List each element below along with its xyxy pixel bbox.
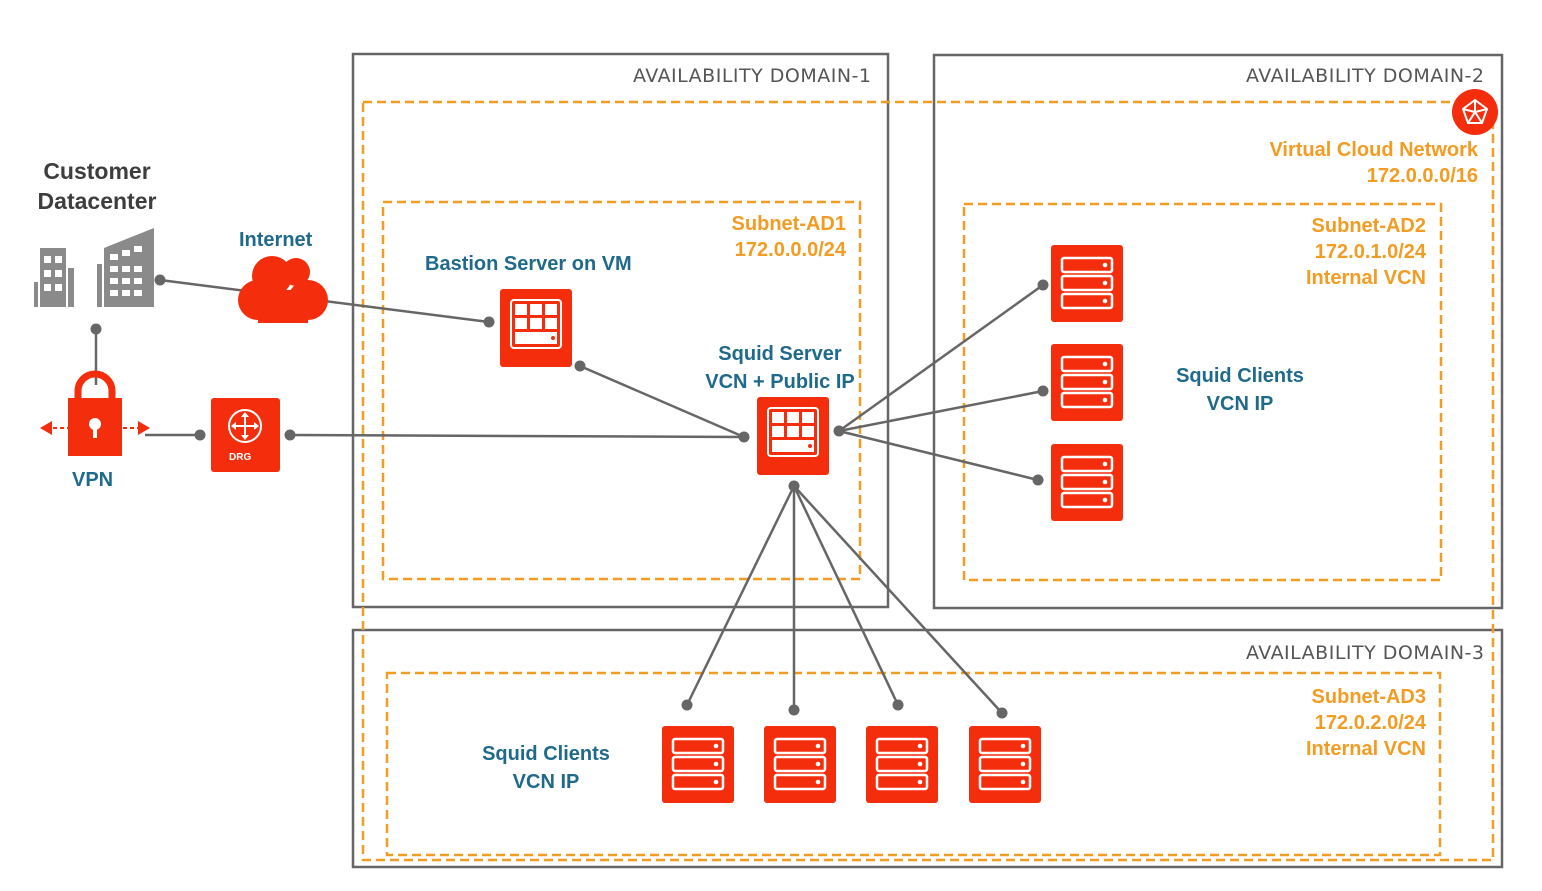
customer-line1: Customer: [43, 158, 151, 184]
subnet-ad2-label: Subnet-AD2 172.0.1.0/24 Internal VCN: [1306, 213, 1426, 291]
vcn-cidr: 172.0.0.0/16: [1366, 165, 1478, 187]
building-icon: [34, 228, 154, 307]
subnet-ad1-label: Subnet-AD1 172.0.0.0/24: [700, 211, 846, 263]
squid-client-ad2-server: [1051, 344, 1123, 421]
subnet-ad3-box: [385, 671, 1442, 857]
squid-client-ad2-server: [1051, 245, 1123, 322]
squid-clients-ad2-label: Squid Clients VCN IP: [1160, 362, 1320, 418]
squid-client-ad2-server: [1051, 444, 1123, 521]
availability-domain-2-label: AVAILABILITY DOMAIN-2: [1246, 65, 1485, 87]
vpn-label: VPN: [72, 469, 114, 491]
vcn-name: Virtual Cloud Network: [1269, 139, 1478, 161]
vcn-boundary: [361, 100, 1495, 862]
customer-line2: Datacenter: [37, 188, 157, 214]
squid-server-line2: VCN + Public IP: [705, 371, 855, 393]
squid-client-ad3-server: [866, 726, 938, 803]
subnet-ad2-cidr: 172.0.1.0/24: [1314, 241, 1426, 263]
subnet-ad2-name: Subnet-AD2: [1311, 215, 1426, 237]
server-icons: [662, 245, 1123, 803]
squid-clients-ad3-label: Squid Clients VCN IP: [466, 740, 626, 796]
squid-client-ad3-server: [662, 726, 734, 803]
subnet-ad1-name: Subnet-AD1: [731, 213, 846, 235]
squid-client-ad3-server: [764, 726, 836, 803]
connection-dots: [90, 274, 1049, 719]
subnet-ad3-type: Internal VCN: [1305, 738, 1426, 760]
subnet-ad3-name: Subnet-AD3: [1311, 686, 1426, 708]
vcn-icon: [1452, 89, 1498, 135]
vcn-label: Virtual Cloud Network 172.0.0.0/16: [1269, 137, 1478, 189]
squid-client-ad3-server: [969, 726, 1041, 803]
bastion-label: Bastion Server on VM: [425, 253, 632, 275]
subnet-ad1-box: [381, 200, 862, 581]
bastion-vm-icon: [500, 289, 572, 367]
lock-icon: [40, 370, 150, 456]
router-icon: [211, 398, 280, 472]
customer-datacenter-label: Customer Datacenter: [10, 156, 184, 216]
availability-domain-2-box: [932, 53, 1504, 610]
squid-server-icon: [757, 397, 829, 475]
subnet-ad3-label: Subnet-AD3 172.0.2.0/24 Internal VCN: [1306, 684, 1426, 762]
cloud-icon: [238, 256, 328, 323]
subnet-ad2-box: [962, 202, 1443, 582]
subnet-ad2-type: Internal VCN: [1305, 267, 1426, 289]
squid-clients-ad3-line2: VCN IP: [512, 771, 580, 793]
drg-label: DRG: [229, 452, 252, 463]
internet-label: Internet: [239, 229, 313, 251]
squid-clients-ad3-line1: Squid Clients: [482, 743, 610, 765]
squid-server-label: Squid Server VCN + Public IP: [690, 340, 870, 396]
squid-clients-ad2-line1: Squid Clients: [1176, 365, 1304, 387]
subnet-ad1-cidr: 172.0.0.0/24: [734, 239, 846, 261]
connection-lines: [94, 278, 1044, 714]
subnet-ad3-cidr: 172.0.2.0/24: [1314, 712, 1426, 734]
availability-domain-3-label: AVAILABILITY DOMAIN-3: [1246, 642, 1485, 664]
availability-domain-1-label: AVAILABILITY DOMAIN-1: [633, 65, 872, 87]
squid-clients-ad2-line2: VCN IP: [1206, 393, 1274, 415]
availability-domain-1-box: [351, 52, 890, 609]
squid-server-line1: Squid Server: [718, 343, 842, 365]
